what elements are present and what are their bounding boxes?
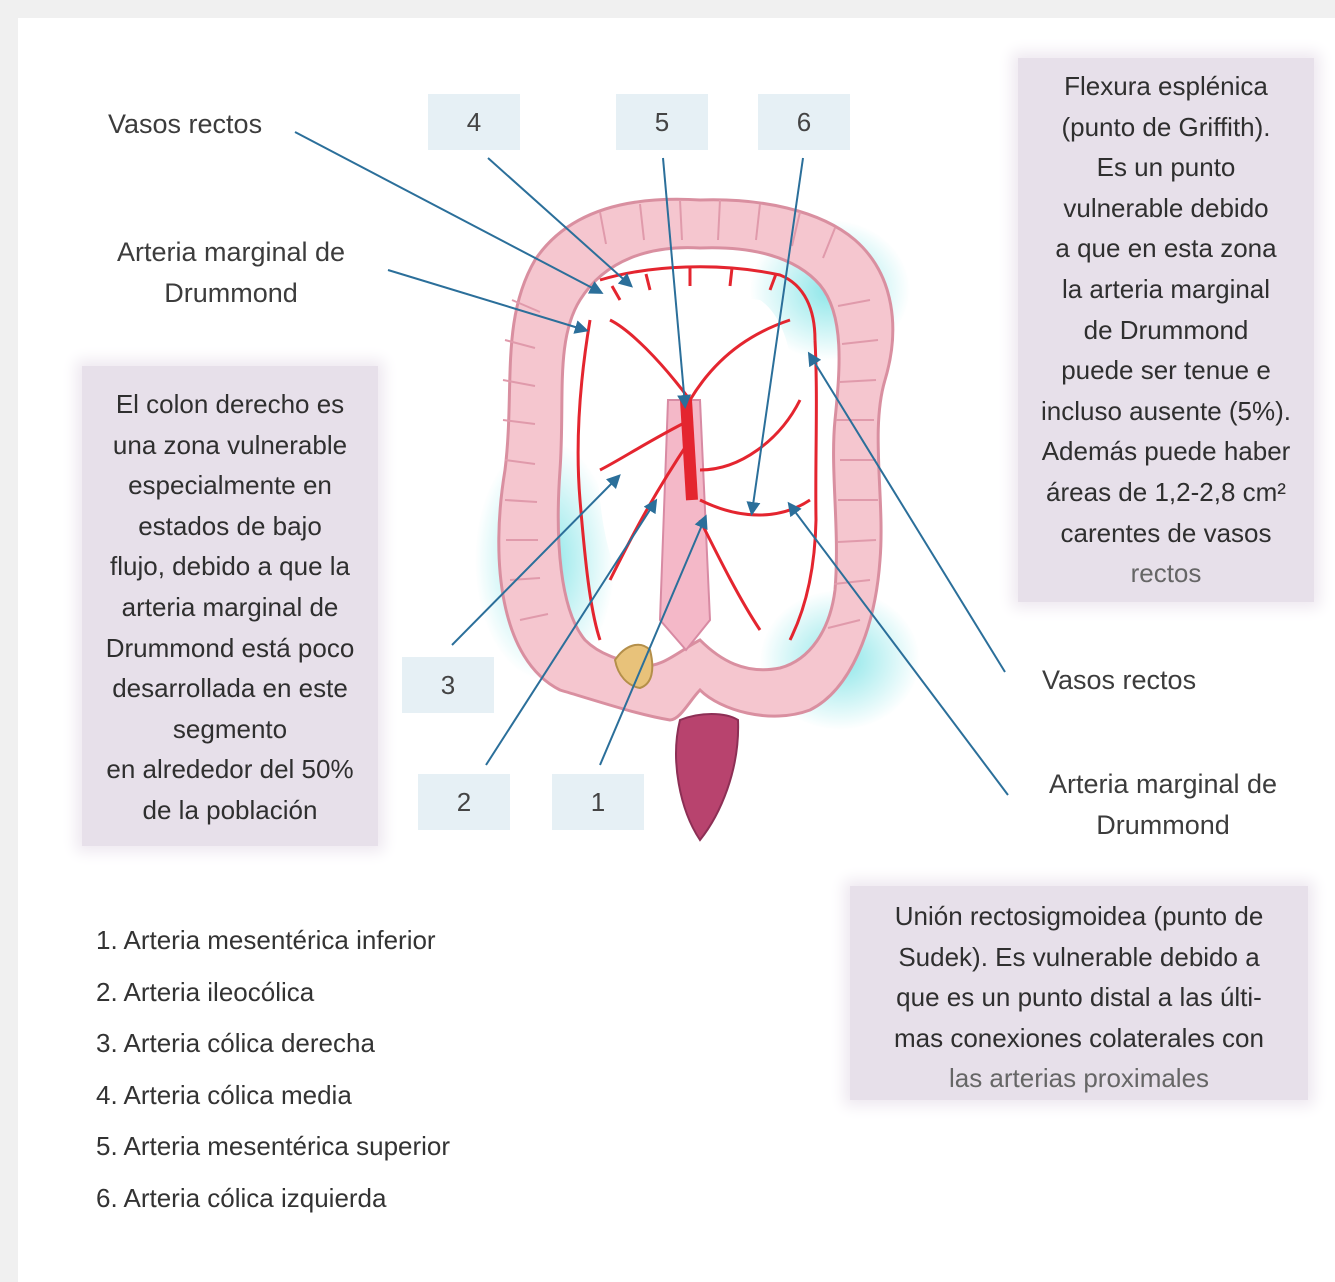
note-line: El colon derecho es — [82, 384, 378, 425]
legend-item: 3. Arteria cólica derecha — [96, 1023, 450, 1075]
note-line: de la población — [82, 790, 378, 831]
legend-item: 1. Arteria mesentérica inferior — [96, 920, 450, 972]
legend-item: 2. Arteria ileocólica — [96, 972, 450, 1024]
number-box-2: 2 — [418, 774, 510, 830]
label-vasos-rectos-top: Vasos rectos — [108, 104, 262, 145]
note-line: una zona vulnerable — [82, 425, 378, 466]
note-line: vulnerable debido — [1018, 188, 1314, 229]
note-line: Además puede haber — [1018, 431, 1314, 472]
note-line: Flexura esplénica — [1018, 66, 1314, 107]
note-line: mas conexiones colaterales con — [850, 1018, 1308, 1059]
note-line: especialmente en — [82, 465, 378, 506]
note-line: carentes de vasos — [1018, 513, 1314, 554]
note-line: incluso ausente (5%). — [1018, 391, 1314, 432]
number-box-6: 6 — [758, 94, 850, 150]
number-box-5: 5 — [616, 94, 708, 150]
number-box-3: 3 — [402, 657, 494, 713]
note-line: la arteria marginal — [1018, 269, 1314, 310]
note-line: (punto de Griffith). — [1018, 107, 1314, 148]
superior-mesenteric-artery — [686, 400, 692, 500]
note-line: arteria marginal de — [82, 587, 378, 628]
label-arteria-marginal-right: Arteria marginal de Drummond — [1032, 764, 1294, 845]
note-line: desarrollada en este — [82, 668, 378, 709]
label-vasos-rectos-right: Vasos rectos — [1042, 660, 1196, 701]
note-line: en alrededor del 50% — [82, 749, 378, 790]
legend-item: 6. Arteria cólica izquierda — [96, 1178, 450, 1230]
number-box-1: 1 — [552, 774, 644, 830]
note-line: rectos — [1018, 553, 1314, 594]
note-line: Unión rectosigmoidea (punto de — [850, 896, 1308, 937]
number-box-4: 4 — [428, 94, 520, 150]
rectum — [676, 714, 738, 840]
note-line: flujo, debido a que la — [82, 546, 378, 587]
note-line: que es un punto distal a las últi- — [850, 977, 1308, 1018]
note-line: Drummond está poco — [82, 628, 378, 669]
note-line: estados de bajo — [82, 506, 378, 547]
note-line: a que en esta zona — [1018, 228, 1314, 269]
note-flexura-esplenica: Flexura esplénica (punto de Griffith). E… — [1018, 58, 1314, 602]
note-line: las arterias proximales — [850, 1058, 1308, 1099]
legend-item: 5. Arteria mesentérica superior — [96, 1126, 450, 1178]
legend-list: 1. Arteria mesentérica inferior 2. Arter… — [96, 920, 450, 1229]
label-arteria-marginal-top: Arteria marginal de Drummond — [100, 232, 362, 313]
note-line: Es un punto — [1018, 147, 1314, 188]
note-line: segmento — [82, 709, 378, 750]
legend-item: 4. Arteria cólica media — [96, 1075, 450, 1127]
note-line: de Drummond — [1018, 310, 1314, 351]
note-union-rectosigmoidea: Unión rectosigmoidea (punto de Sudek). E… — [850, 886, 1308, 1100]
note-line: puede ser tenue e — [1018, 350, 1314, 391]
note-line: áreas de 1,2-2,8 cm² — [1018, 472, 1314, 513]
note-colon-derecho: El colon derecho es una zona vulnerable … — [82, 366, 378, 846]
note-line: Sudek). Es vulnerable debido a — [850, 937, 1308, 978]
